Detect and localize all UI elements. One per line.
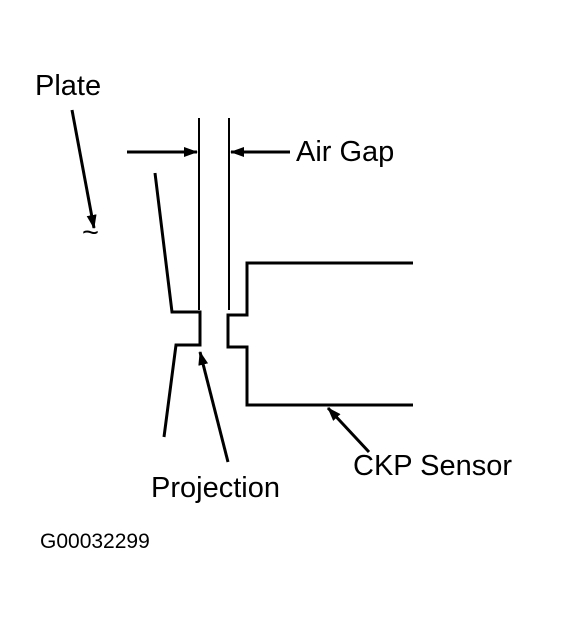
ckp-sensor-body [226, 261, 413, 407]
projection-label: Projection [151, 472, 280, 504]
plate-label: Plate [35, 70, 102, 102]
ckp-sensor-label: CKP Sensor [353, 450, 513, 482]
air-gap-label: Air Gap [296, 136, 395, 168]
projection-leader-arrow [198, 351, 230, 463]
break-symbol: ~ [82, 217, 99, 249]
figure-code: G00032299 [40, 530, 150, 553]
plate-leader-arrow [70, 109, 97, 229]
plate-outline [153, 172, 202, 438]
ckp-sensor-leader-arrow [326, 406, 371, 454]
